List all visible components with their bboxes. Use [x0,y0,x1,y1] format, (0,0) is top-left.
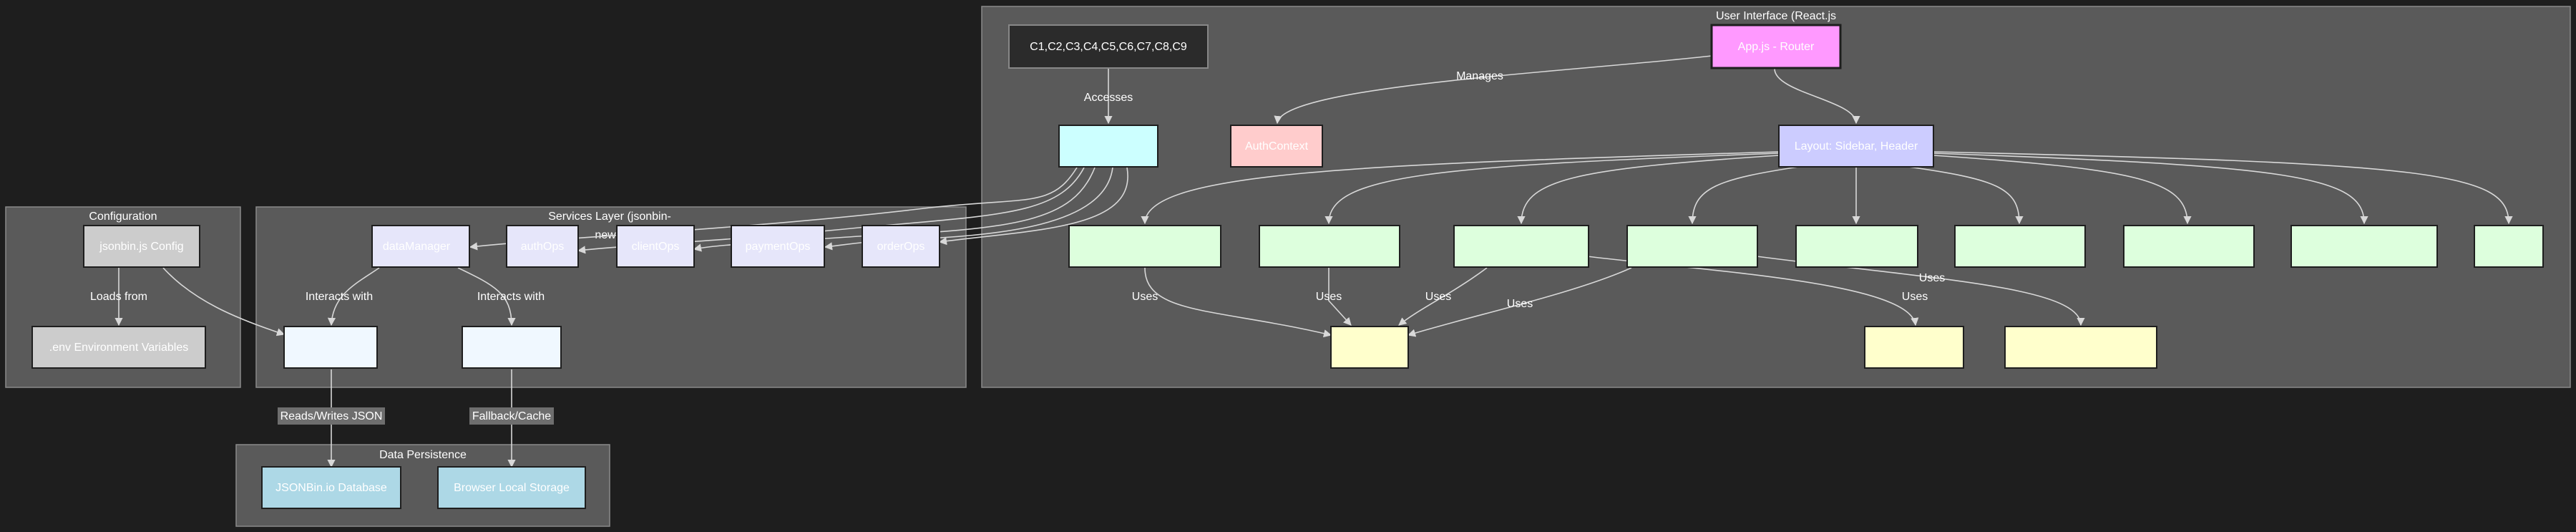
node-page-2[interactable] [1259,225,1400,268]
cluster-services-layer-title-line2: new [595,229,616,241]
node-jsonbin-config[interactable]: jsonbin.js Config [83,225,200,268]
edge-label-uses-3: Uses [1425,291,1451,303]
node-page-3[interactable] [1453,225,1589,268]
edge-label-interacts-with-1: Interacts with [306,291,373,303]
edge-layout-page-9 [1933,151,2513,225]
node-client-ops[interactable]: clientOps [616,225,695,268]
node-payment-ops-label: paymentOps [746,241,811,253]
node-payment-ops[interactable]: paymentOps [731,225,825,268]
edge-page2-shared1 [1328,268,1352,326]
edge-label-fallback-cache: Fallback/Cache [472,410,551,422]
edge-page4-shared1 [1407,267,1632,337]
edge-manages-authcontext [1274,55,1712,125]
nodes: C1,C2,C3,C4,C5,C6,C7,C8,C9 App.js - Rout… [31,24,2544,509]
node-jsonbin-config-label: jsonbin.js Config [99,241,183,253]
cluster-services-layer-title-line1: Services Layer (jsonbin- [548,211,671,223]
edge-datamanager-service-a [327,267,380,327]
node-components-list-label: C1,C2,C3,C4,C5,C6,C7,C8,C9 [1030,41,1187,53]
node-local-storage[interactable]: Browser Local Storage [437,466,586,509]
node-page-8[interactable] [2290,225,2438,268]
node-data-manager-label: dataManager [383,241,451,253]
edge-labels: Accesses Manages Uses Uses Uses Uses Use… [90,70,1945,425]
edge-page1-shared1 [1144,267,1332,338]
node-auth-ops-label: authOps [521,241,564,253]
edge-label-reads-writes-json: Reads/Writes JSON [280,410,383,422]
cluster-user-interface: User Interface (React.js [981,6,2571,388]
node-cyan-block[interactable] [1058,125,1158,168]
edge-cyan-orderops [938,167,1128,246]
node-layout-label: Layout: Sidebar, Header [1795,140,1918,153]
edge-layout-page-7 [1933,155,2192,225]
node-auth-context[interactable]: AuthContext [1230,125,1323,168]
node-app-router-label: App.js - Router [1738,41,1815,53]
node-page-7[interactable] [2123,225,2255,268]
node-local-storage-label: Browser Local Storage [454,482,570,494]
node-data-manager[interactable]: dataManager [371,225,470,268]
edge-label-uses-1: Uses [1132,291,1158,303]
edge-layout-page-3 [1517,155,1780,225]
edge-cyan-paymentops [824,167,1113,251]
node-page-5[interactable] [1795,225,1918,268]
node-order-ops[interactable]: orderOps [862,225,940,268]
edge-layout-page-6 [1903,165,2024,225]
node-shared-1[interactable] [1330,326,1409,369]
edge-label-uses-6: Uses [1919,272,1945,284]
node-page-9[interactable] [2474,225,2544,268]
cluster-data-persistence-title: Data Persistence [379,449,467,461]
edge-label-uses-5: Uses [1902,291,1928,303]
edge-manages-layout [1774,68,1860,125]
edge-label-interacts-with-2: Interacts with [477,291,545,303]
node-shared-2[interactable] [1864,326,1964,369]
node-jsonbin-db[interactable]: JSONBin.io Database [261,466,401,509]
node-env-vars[interactable]: .env Environment Variables [31,326,206,369]
node-jsonbin-db-label: JSONBin.io Database [275,482,387,494]
node-page-6[interactable] [1954,225,2086,268]
node-layout[interactable]: Layout: Sidebar, Header [1778,125,1934,168]
node-auth-ops[interactable]: authOps [506,225,579,268]
edge-layout-page-8 [1933,153,2368,225]
edge-layout-page-4 [1688,165,1804,225]
node-page-4[interactable] [1626,225,1758,268]
node-client-ops-label: clientOps [632,241,680,253]
node-page-1[interactable] [1068,225,1221,268]
edge-page3-shared1 [1398,267,1488,326]
cluster-user-interface-title: User Interface (React.js [1716,10,1836,22]
edge-layout-page-2 [1324,153,1780,225]
edge-label-loads-from: Loads from [90,291,147,303]
node-components-list[interactable]: C1,C2,C3,C4,C5,C6,C7,C8,C9 [1008,24,1209,69]
edge-datamanager-service-b [457,267,516,327]
node-order-ops-label: orderOps [877,241,925,253]
edge-layout-page-1 [1141,151,1780,225]
node-shared-3[interactable] [2004,326,2157,369]
edge-config-service-a [162,267,286,337]
node-auth-context-label: AuthContext [1245,140,1309,153]
cluster-configuration-title: Configuration [89,211,157,223]
edge-label-uses-4: Uses [1507,298,1533,310]
edge-label-manages: Manages [1456,70,1503,82]
edge-label-uses-2: Uses [1316,291,1342,303]
edge-label-accesses: Accesses [1084,92,1133,104]
node-app-router[interactable]: App.js - Router [1710,24,1842,69]
node-service-b[interactable] [462,326,562,369]
node-service-a[interactable] [283,326,378,369]
node-env-vars-label: .env Environment Variables [49,342,188,354]
